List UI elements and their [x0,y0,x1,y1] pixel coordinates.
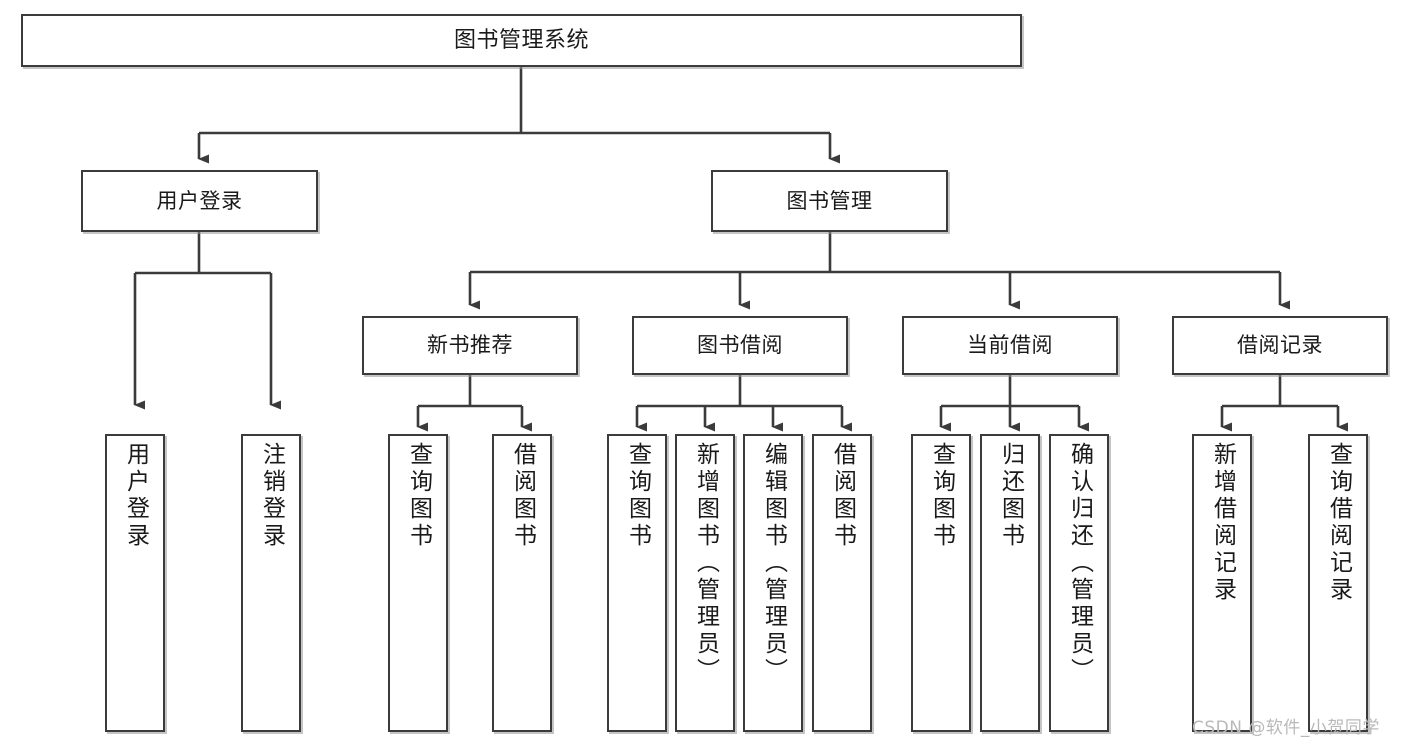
leaf-query-book-3-label: 查询图书 [928,442,955,550]
node-book-manage[interactable]: 图书管理 [711,170,948,232]
leaf-query-book-2-label: 查询图书 [624,442,651,550]
node-book-borrow-label: 图书借阅 [697,333,783,358]
node-root-label: 图书管理系统 [453,27,589,53]
node-new-book-recommend-label: 新书推荐 [427,333,513,358]
node-root[interactable]: 图书管理系统 [21,14,1022,67]
leaf-user-logout[interactable]: 注销登录 [241,434,301,732]
leaf-confirm-return[interactable]: 确认归还（管理员） [1049,434,1109,732]
leaf-borrow-book-1-label: 借阅图书 [509,442,536,550]
leaf-user-login-label: 用户登录 [122,442,149,550]
leaf-borrow-book-2[interactable]: 借阅图书 [812,434,872,732]
leaf-user-logout-label: 注销登录 [258,442,285,550]
leaf-edit-book[interactable]: 编辑图书（管理员） [743,434,803,732]
leaf-add-book-label: 新增图书（管理员） [692,442,719,685]
leaf-query-book-3[interactable]: 查询图书 [911,434,971,732]
leaf-query-book-2[interactable]: 查询图书 [607,434,667,732]
node-current-borrow[interactable]: 当前借阅 [902,316,1118,375]
leaf-borrow-book-1[interactable]: 借阅图书 [492,434,552,732]
leaf-query-record[interactable]: 查询借阅记录 [1308,434,1368,732]
node-borrow-record[interactable]: 借阅记录 [1172,316,1388,375]
leaf-confirm-return-label: 确认归还（管理员） [1066,442,1093,685]
node-user-login[interactable]: 用户登录 [81,170,318,232]
leaf-add-book[interactable]: 新增图书（管理员） [675,434,735,732]
leaf-query-record-label: 查询借阅记录 [1325,442,1352,604]
leaf-add-record-label: 新增借阅记录 [1209,442,1236,604]
leaf-return-book-label: 归还图书 [997,442,1024,550]
leaf-query-book-1-label: 查询图书 [405,442,432,550]
csdn-watermark: CSDN @软件_小贺同学 [1192,718,1380,738]
node-user-login-label: 用户登录 [156,188,243,213]
leaf-query-book-1[interactable]: 查询图书 [388,434,448,732]
leaf-add-record[interactable]: 新增借阅记录 [1192,434,1252,732]
leaf-borrow-book-2-label: 借阅图书 [829,442,856,550]
node-book-borrow[interactable]: 图书借阅 [632,316,848,375]
node-borrow-record-label: 借阅记录 [1237,333,1323,358]
node-new-book-recommend[interactable]: 新书推荐 [362,316,578,375]
node-book-manage-label: 图书管理 [786,188,873,213]
node-current-borrow-label: 当前借阅 [967,333,1053,358]
leaf-edit-book-label: 编辑图书（管理员） [760,442,787,685]
leaf-user-login[interactable]: 用户登录 [105,434,165,732]
leaf-return-book[interactable]: 归还图书 [980,434,1040,732]
